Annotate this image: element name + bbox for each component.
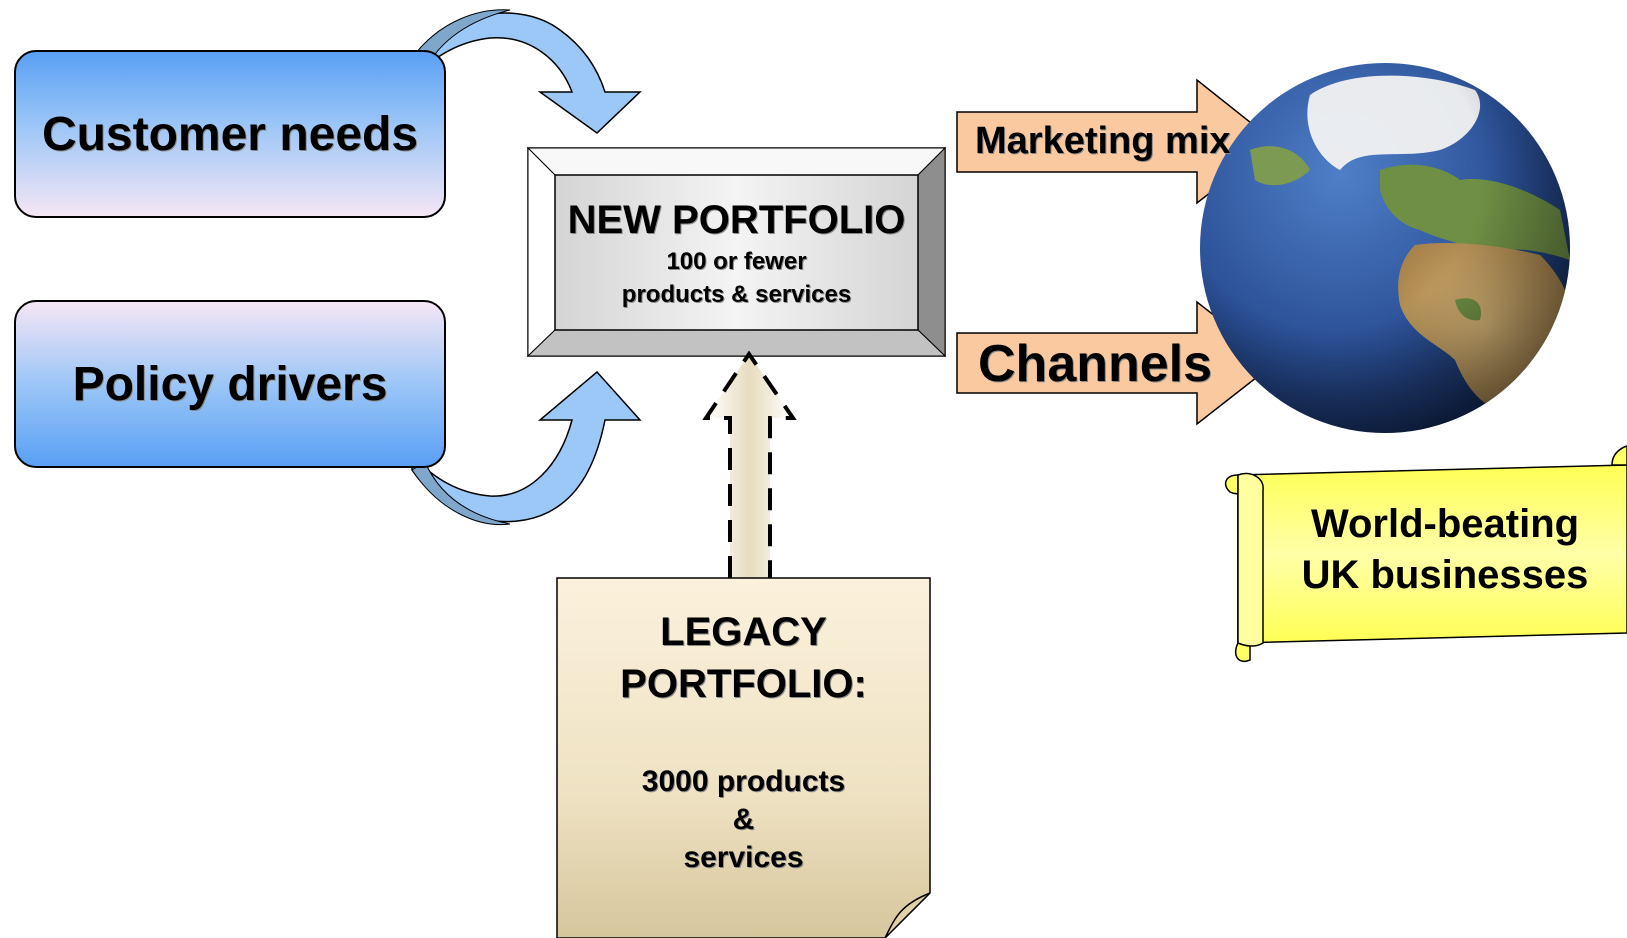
scroll-banner [1224, 445, 1627, 662]
legacy-line3: services [683, 841, 804, 874]
curved-arrow-bottom [411, 370, 642, 526]
legacy-title-line2: PORTFOLIO: [620, 662, 867, 706]
new-portfolio-line1: 100 or fewer [666, 248, 807, 275]
customer-needs-label: Customer needs [41, 107, 419, 161]
legacy-dashed-arrow [702, 350, 797, 578]
scroll-line2: UK businesses [1301, 553, 1589, 597]
channels-label: Channels [978, 335, 1213, 393]
legacy-paper [556, 577, 931, 938]
new-portfolio-bevel [526, 146, 947, 358]
channels-arrow [956, 300, 1277, 426]
legacy-line2: & [732, 803, 755, 836]
globe-icon [1200, 63, 1570, 433]
new-portfolio-title: NEW PORTFOLIO [567, 198, 906, 242]
curved-arrow-top [411, 9, 642, 134]
new-portfolio-line2: products & services [621, 281, 852, 308]
legacy-line1: 3000 products [641, 765, 846, 798]
scroll-line1: World-beating [1310, 502, 1580, 546]
marketing-mix-label: Marketing mix [975, 120, 1231, 162]
policy-drivers-box: Policy drivers [14, 300, 446, 468]
policy-drivers-label: Policy drivers [72, 357, 388, 411]
legacy-title-line1: LEGACY [660, 610, 827, 654]
customer-needs-box: Customer needs [14, 50, 446, 218]
